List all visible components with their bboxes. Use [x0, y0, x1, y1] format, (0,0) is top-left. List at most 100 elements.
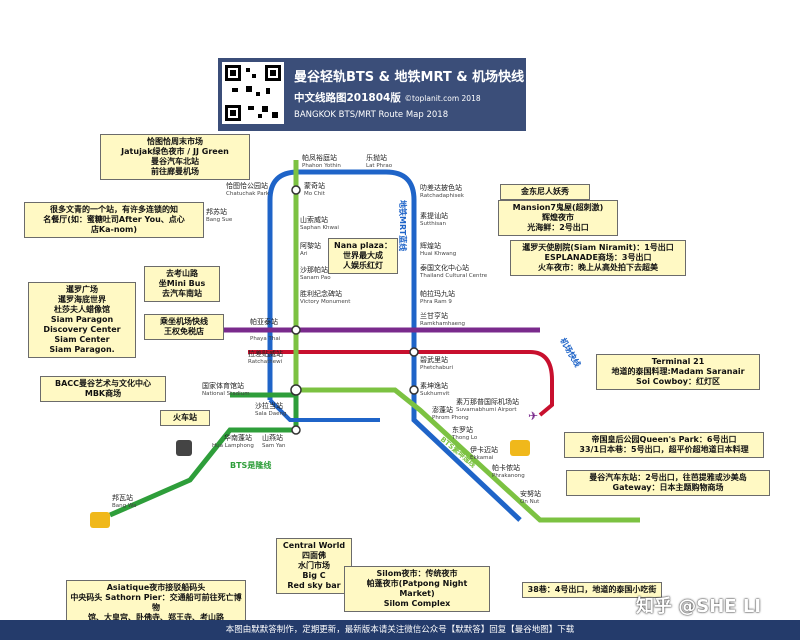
callout-jintong: 金东尼人妖秀 [500, 184, 590, 200]
map-title: 曼谷轻轨BTS & 地铁MRT & 机场快线 [294, 70, 525, 85]
callout-ari: 很多文青的一个站，有许多连锁的知 名餐厅(如：蜜糖吐司After You、点心 … [24, 202, 204, 238]
callout-queenspark: 帝国皇后公园Queen's Park：6号出口 33/1日本巷：5号出口，超平价… [564, 432, 764, 458]
svg-text:地铁MRT蓝线: 地铁MRT蓝线 [398, 200, 408, 251]
svg-text:Phrom Phong: Phrom Phong [432, 415, 469, 421]
svg-text:Thailand Cultural Centre: Thailand Cultural Centre [419, 273, 488, 279]
svg-text:东罗站: 东罗站 [452, 425, 473, 434]
svg-text:Victory Monument: Victory Monument [300, 299, 351, 305]
svg-text:山索威站: 山索威站 [300, 215, 328, 224]
svg-text:Huai Khwang: Huai Khwang [420, 251, 456, 257]
svg-text:On Nut: On Nut [520, 499, 540, 505]
callout-chatuchak: 恰图恰周末市场 Jatujak绿色夜市 / JJ Green 曼谷汽车北站 前往… [100, 134, 250, 180]
svg-text:Thong Lo: Thong Lo [451, 435, 478, 441]
svg-text:Sam Yan: Sam Yan [262, 443, 286, 449]
footer: 本图由默默答制作，定期更新，最新版本请关注微信公众号【默默答】回复【曼谷地图】下… [0, 620, 800, 640]
callout-nana: Nana plaza： 世界最大成 人娱乐红灯 [328, 238, 398, 274]
callout-thonglo: 38巷：4号出口，地道的泰国小吃街 [522, 582, 662, 598]
svg-text:素坤逸站: 素坤逸站 [420, 381, 448, 390]
station-siam [290, 384, 302, 396]
svg-text:机场快线: 机场快线 [558, 336, 583, 369]
callout-airport-express: 乘坐机场快线 王权免税店 [144, 314, 224, 340]
svg-text:Phetchaburi: Phetchaburi [420, 365, 453, 371]
svg-text:Chatuchak Park: Chatuchak Park [226, 191, 270, 197]
svg-text:素提讪站: 素提讪站 [420, 211, 448, 220]
svg-text:安努站: 安努站 [520, 489, 541, 498]
train-icon [176, 440, 192, 456]
callout-minibus: 去考山路 坐Mini Bus 去汽车南站 [144, 266, 220, 302]
callout-centralworld: Central World 四面佛 水门市场 Big C Red sky bar [276, 538, 352, 594]
svg-text:Suvarnabhumi Airport: Suvarnabhumi Airport [456, 407, 517, 413]
svg-text:山燕站: 山燕站 [262, 433, 283, 442]
svg-text:邦瓦站: 邦瓦站 [112, 493, 133, 502]
callout-mansion7: Mansion7鬼屋(超刺激) 辉煌夜市 光海鲜：2号出口 [498, 200, 618, 236]
bus-icon-east [510, 440, 530, 456]
svg-text:帕亚泰站: 帕亚泰站 [250, 317, 278, 326]
svg-text:叻差达披色站: 叻差达披色站 [420, 183, 462, 192]
svg-text:Saphan Khwai: Saphan Khwai [300, 225, 339, 231]
svg-text:兰甘亨站: 兰甘亨站 [420, 311, 448, 320]
svg-text:邦苏站: 邦苏站 [206, 207, 227, 216]
svg-text:Ari: Ari [300, 251, 308, 257]
map-english-title: BANGKOK BTS/MRT Route Map 2018 [294, 110, 449, 120]
svg-text:恰图恰公园站: 恰图恰公园站 [226, 181, 268, 190]
svg-text:Sala Daeng: Sala Daeng [255, 411, 286, 417]
callout-train: 火车站 [160, 410, 210, 426]
svg-text:Bang Sue: Bang Sue [206, 217, 233, 223]
svg-text:帕拉玛九站: 帕拉玛九站 [420, 289, 455, 298]
svg-text:Lat Phrao: Lat Phrao [366, 163, 393, 169]
map-header: 曼谷轻轨BTS & 地铁MRT & 机场快线 中文线路图201804版 ©top… [218, 58, 526, 131]
callout-bacc: BACC曼谷艺术与文化中心 MBK商场 [40, 376, 166, 402]
svg-text:Sukhumvit: Sukhumvit [420, 391, 450, 397]
svg-text:华南蓬站: 华南蓬站 [224, 433, 252, 442]
svg-text:Ratchadaphisek: Ratchadaphisek [420, 193, 465, 199]
svg-text:胜利纪念碑站: 胜利纪念碑站 [300, 289, 342, 298]
airport-link-line [248, 350, 554, 417]
mrt-blue-lower [268, 398, 380, 422]
callout-silom: Silom夜市：传统夜市 帕蓬夜市(Patpong Night Market) … [344, 566, 490, 612]
station-saladaeng [291, 425, 301, 435]
station-mochit [291, 185, 301, 195]
svg-text:Ekkamai: Ekkamai [470, 455, 494, 461]
map-subtitle: 中文线路图201804版 ©toplanit.com 2018 [294, 92, 481, 104]
svg-text:澎蓬站: 澎蓬站 [432, 405, 453, 414]
svg-text:碧武里站: 碧武里站 [420, 355, 448, 364]
callout-siam: 暹罗广场 暹罗海底世界 杜莎夫人蜡像馆 Siam Paragon Discove… [28, 282, 136, 358]
svg-text:沙那帕站: 沙那帕站 [300, 265, 328, 274]
svg-text:Sutthisan: Sutthisan [420, 221, 447, 227]
airplane-icon: ✈ [528, 409, 538, 423]
svg-text:Ramkhamhaeng: Ramkhamhaeng [420, 321, 465, 327]
svg-text:阿黎站: 阿黎站 [300, 241, 321, 250]
svg-text:蒙奇站: 蒙奇站 [304, 181, 325, 190]
svg-text:乐抛站: 乐抛站 [366, 153, 387, 162]
bus-icon-west [90, 512, 110, 528]
svg-text:拉差贴威站: 拉差贴威站 [248, 349, 283, 358]
mrt-blue-line [267, 169, 522, 522]
svg-text:Bang Wa: Bang Wa [112, 503, 136, 509]
callout-ekkamai: 曼谷汽车东站：2号出口，往芭提雅或沙美岛 Gateway：日本主题购物商场 [566, 470, 770, 496]
svg-text:辉煌站: 辉煌站 [420, 241, 441, 250]
svg-text:Mo Chit: Mo Chit [304, 191, 326, 197]
svg-text:Sanam Pao: Sanam Pao [300, 275, 331, 281]
qr-code [222, 62, 284, 124]
svg-text:国家体育馆站: 国家体育馆站 [202, 381, 244, 390]
callout-terminal21: Terminal 21 地道的泰国料理:Madam Saranair Soi C… [596, 354, 760, 390]
watermark: 知乎 @SHE LI [636, 596, 762, 617]
svg-text:BTS是隆线: BTS是隆线 [230, 460, 271, 470]
callout-niramit: 暹罗天使剧院(Siam Niramit)：1号出口 ESPLANADE商场：3号… [510, 240, 686, 276]
svg-text:帕卡侬站: 帕卡侬站 [492, 463, 520, 472]
svg-text:沙拉当站: 沙拉当站 [255, 401, 283, 410]
svg-text:Phra Ram 9: Phra Ram 9 [420, 299, 452, 305]
bts-sukhumvit-line [293, 160, 640, 523]
svg-text:Phahon Yothin: Phahon Yothin [302, 163, 341, 169]
station-sukhumvit [409, 385, 419, 395]
svg-text:素万那普国际机场站: 素万那普国际机场站 [456, 397, 519, 406]
svg-text:Hua Lamphong: Hua Lamphong [212, 443, 254, 449]
label-phahon: 帕凤裕庭站 [302, 153, 337, 162]
callout-asiatique: Asiatique夜市接驳船码头 中央码头 Sathorn Pier：交通船可前… [66, 580, 246, 626]
svg-text:泰国文化中心站: 泰国文化中心站 [420, 263, 469, 272]
svg-text:Phaya Thai: Phaya Thai [250, 336, 281, 342]
svg-text:National Stadium: National Stadium [202, 391, 250, 397]
station-phayathai [291, 325, 301, 335]
